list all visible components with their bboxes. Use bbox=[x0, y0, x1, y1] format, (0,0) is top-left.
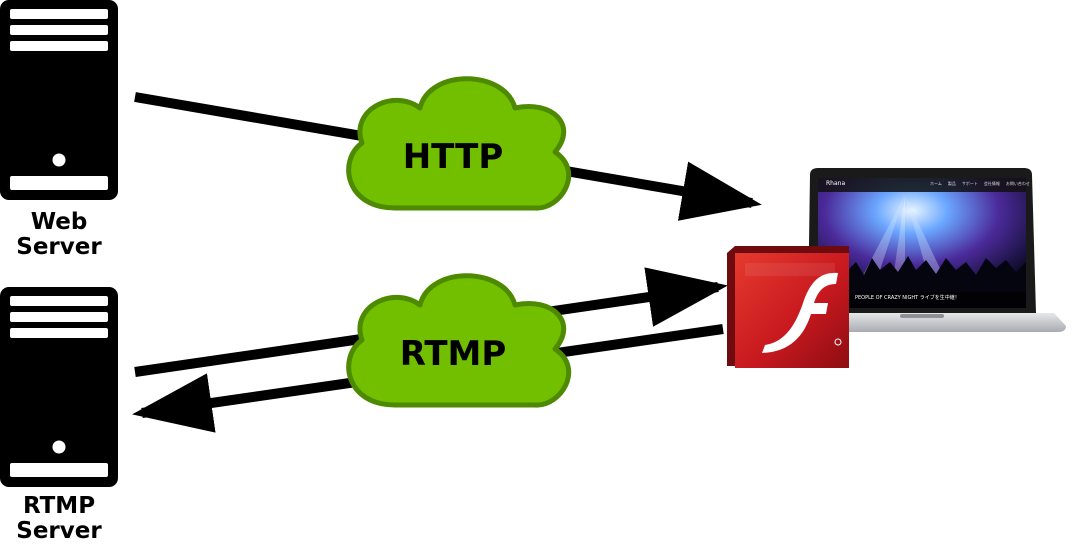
rtmp-server-label-line2: Server bbox=[16, 518, 102, 544]
laptop-screen-nav: ホーム 製品 サポート 会社情報 お問い合わせ bbox=[930, 181, 1030, 187]
laptop-nav-item: お問い合わせ bbox=[1005, 181, 1030, 186]
http-label: HTTP bbox=[402, 137, 504, 177]
laptop-screen-brand: Rhana bbox=[826, 180, 846, 187]
flash-player-icon bbox=[727, 246, 849, 368]
laptop-nav-item: サポート bbox=[961, 181, 978, 186]
laptop-screen-caption: PEOPLE OF CRAZY NIGHT ライブを生中継！ bbox=[855, 295, 960, 301]
rtmp-server-label: RTMP Server bbox=[0, 494, 118, 544]
web-server-label-line2: Server bbox=[16, 234, 102, 260]
laptop-nav-item: ホーム bbox=[930, 181, 942, 186]
laptop-nav-item: 会社情報 bbox=[983, 181, 1000, 186]
web-server-icon bbox=[0, 0, 118, 200]
laptop-icon bbox=[778, 168, 1066, 332]
rtmp-server-label-line1: RTMP bbox=[22, 493, 96, 519]
laptop-nav-item: 製品 bbox=[947, 181, 956, 186]
web-server-label: Web Server bbox=[0, 210, 118, 260]
rtmp-label: RTMP bbox=[399, 334, 507, 374]
rtmp-server-icon bbox=[0, 287, 118, 487]
rtmp-cloud-icon bbox=[346, 273, 572, 408]
http-cloud-icon bbox=[346, 76, 572, 211]
web-server-label-line1: Web bbox=[30, 209, 88, 235]
